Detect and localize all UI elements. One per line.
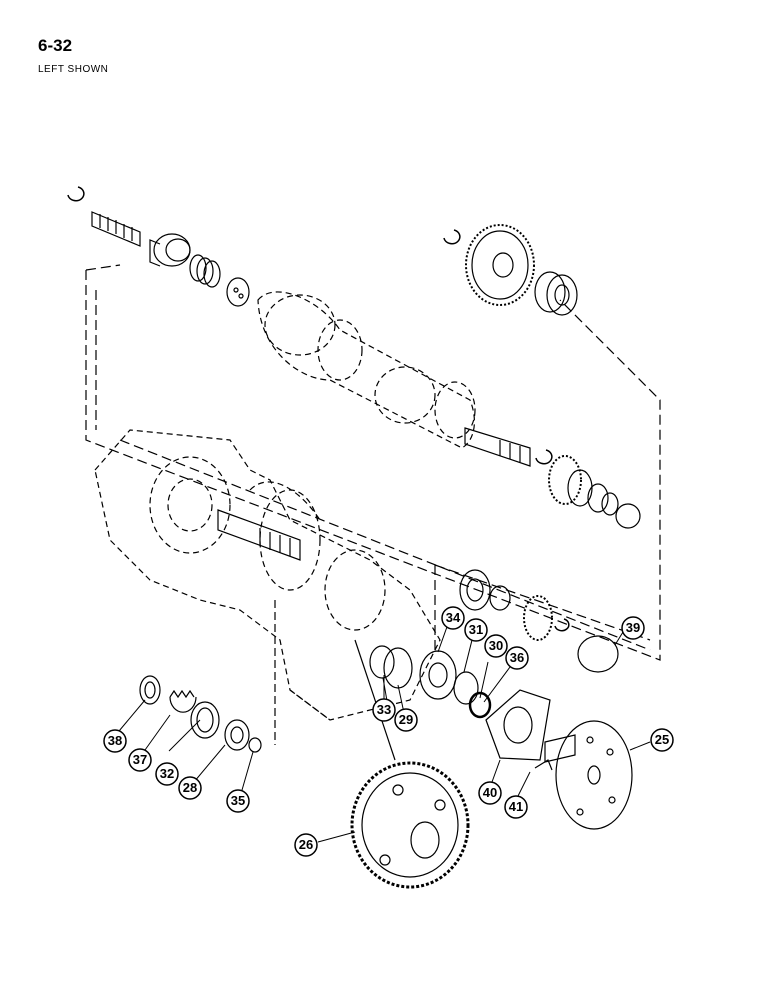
callout-label: 32: [160, 766, 174, 781]
gear-leader-line: [354, 639, 396, 761]
callout-c32: 32: [155, 762, 179, 786]
lock-plate: [226, 277, 250, 307]
upper-housing-phantom: [257, 291, 476, 449]
callout-c28: 28: [178, 776, 202, 800]
middle-shaft: [464, 427, 531, 467]
callout-label: 40: [483, 785, 497, 800]
main-housing-phantom: [94, 429, 441, 721]
lower-frame-outline: [434, 564, 651, 650]
coil-spring: [189, 254, 221, 288]
callout-label: 37: [133, 752, 147, 767]
callout-c37: 37: [128, 748, 152, 772]
callout-label: 26: [299, 837, 313, 852]
callout-c30: 30: [484, 634, 508, 658]
callout-label: 33: [377, 702, 391, 717]
bearing-upper-right: [534, 271, 578, 316]
assembly-frame-line: [119, 439, 651, 651]
upper-right-gear: [465, 224, 535, 306]
callout-label: 38: [108, 733, 122, 748]
bearing-stack: [369, 645, 492, 719]
callout-c41: 41: [504, 795, 528, 819]
assembly-frame-outline: [85, 264, 661, 661]
callout-c36: 36: [505, 646, 529, 670]
callout-label: 25: [655, 732, 669, 747]
callout-c39: 39: [621, 616, 645, 640]
snap-ring-top-left: [67, 186, 85, 202]
upper-splined-shaft: [91, 211, 141, 247]
callout-c25: 25: [650, 728, 674, 752]
output-hub: [544, 720, 633, 830]
lower-bearings: [459, 569, 570, 641]
callout-label: 31: [469, 622, 483, 637]
callout-label: 36: [510, 650, 524, 665]
callout-c38: 38: [103, 729, 127, 753]
callout-label: 34: [446, 610, 461, 625]
callout-label: 29: [399, 712, 413, 727]
callout-label: 28: [183, 780, 197, 795]
middle-gear-assembly: [535, 449, 641, 529]
callout-c35: 35: [226, 789, 250, 813]
callout-label: 39: [626, 620, 640, 635]
flange-plate: [485, 689, 553, 771]
view-note: LEFT SHOWN: [38, 64, 109, 75]
cover-cap: [577, 635, 619, 673]
callout-c33: 33: [372, 698, 396, 722]
page-number: 6-32: [38, 36, 73, 55]
callout-c40: 40: [478, 781, 502, 805]
callout-c26: 26: [294, 833, 318, 857]
callout-label: 41: [509, 799, 523, 814]
lower-left-parts: [139, 675, 262, 753]
callout-c31: 31: [464, 618, 488, 642]
snap-ring-top-right: [443, 229, 461, 245]
callout-label: 35: [231, 793, 245, 808]
callout-label: 30: [489, 638, 503, 653]
clutch-hub: [149, 233, 191, 267]
large-bull-gear: [350, 761, 470, 889]
callout-c29: 29: [394, 708, 418, 732]
callout-c34: 34: [441, 606, 465, 630]
lower-shaft: [217, 509, 301, 561]
